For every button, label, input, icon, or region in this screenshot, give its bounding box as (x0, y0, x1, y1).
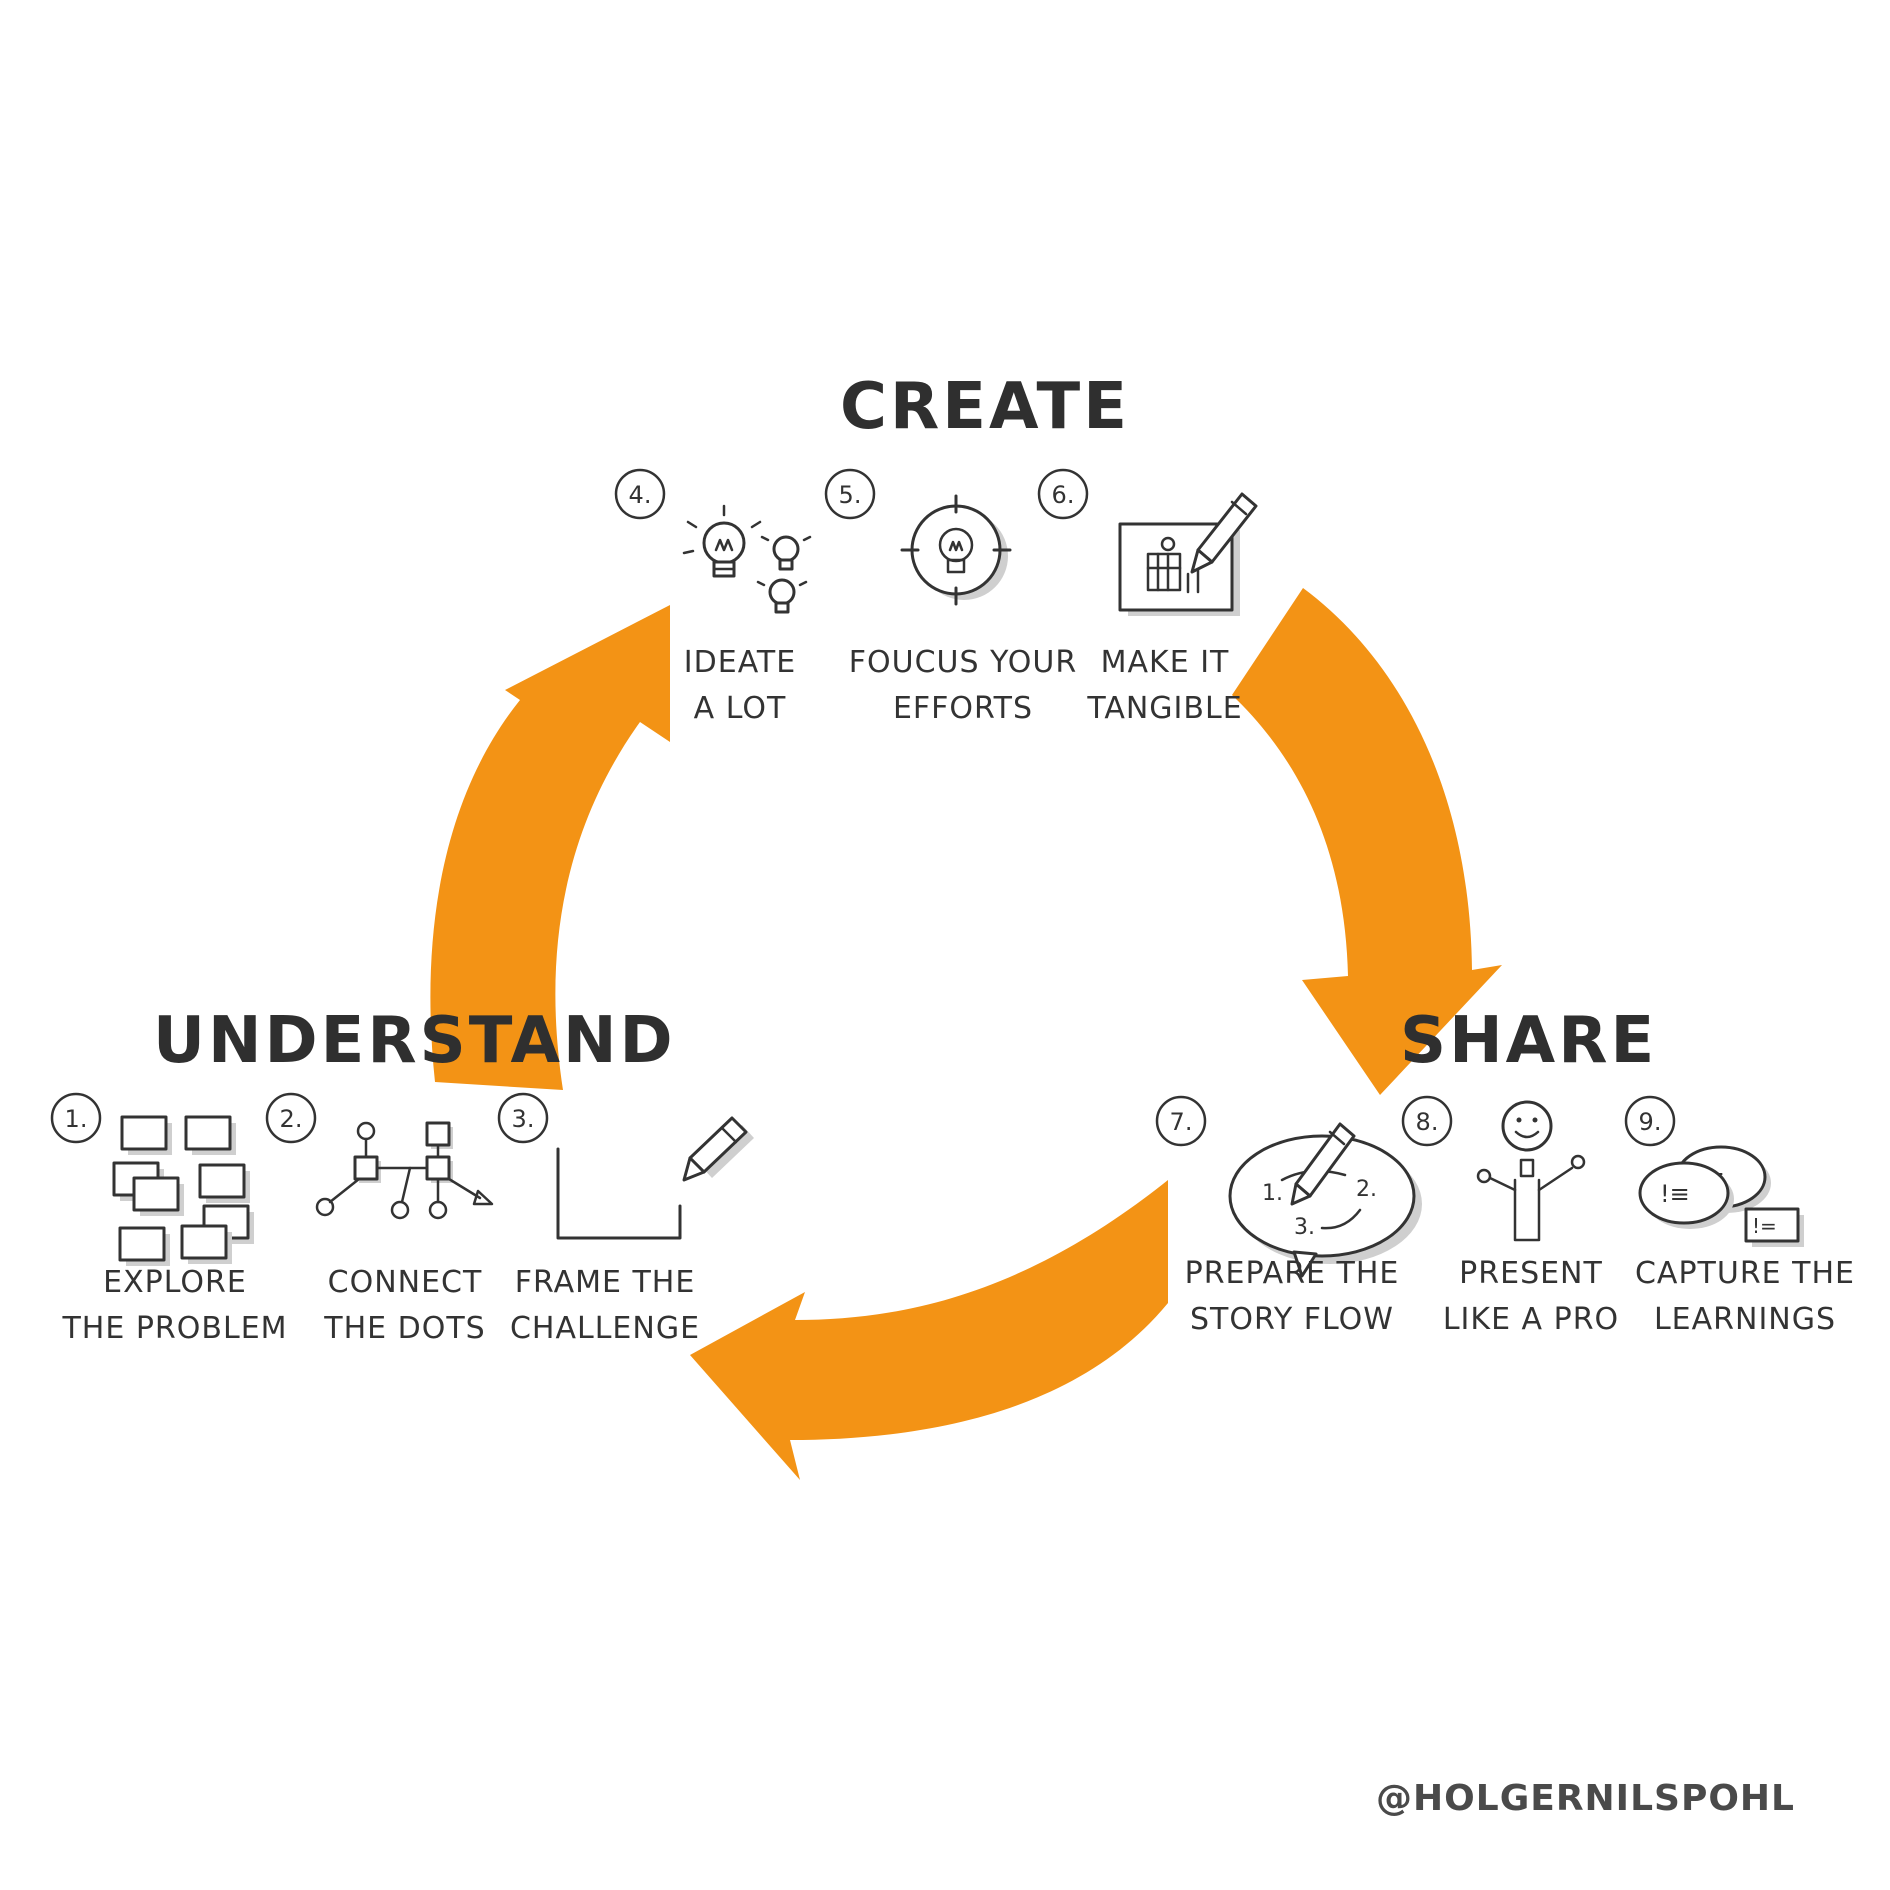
step-9-label-line1: CAPTURE THE (1635, 1256, 1855, 1291)
step-7-number: 7. (1155, 1095, 1207, 1147)
step-7-number-text: 7. (1170, 1108, 1193, 1136)
step-5-number: 5. (824, 468, 876, 520)
step-4-label-line2: A LOT (694, 691, 787, 726)
phase-title-understand: UNDERSTAND (153, 1004, 676, 1078)
step-8-label-line2: LIKE A PRO (1443, 1302, 1619, 1337)
author-credit: @HOLGERNILSPOHL (1376, 1778, 1795, 1819)
story-step-2: 2. (1356, 1177, 1377, 1202)
arrow-understand-to-create (430, 605, 670, 1090)
step-5-number-text: 5. (839, 481, 862, 509)
step-1-number: 1. (50, 1092, 102, 1144)
connected-nodes-icon (315, 1121, 494, 1220)
frame-pencil-icon (556, 1116, 754, 1240)
speech-bubbles-icon: ?≡ !≡ != (1638, 1145, 1804, 1247)
step-8-number: 8. (1401, 1095, 1453, 1147)
step-8-label-line1: PRESENT (1459, 1256, 1603, 1291)
step-labels: EXPLORE THE PROBLEM CONNECT THE DOTS FRA… (61, 645, 1855, 1346)
step-7-label-line1: PREPARE THE (1185, 1256, 1400, 1291)
bubble-exclaim: !≡ (1660, 1180, 1690, 1208)
target-lightbulb-icon (900, 494, 1012, 606)
step-3-label-line1: FRAME THE (515, 1265, 696, 1300)
step-6-number-text: 6. (1052, 481, 1075, 509)
step-4-label-line1: IDEATE (684, 645, 796, 680)
sticky-notes-icon (112, 1115, 254, 1266)
step-8-number-text: 8. (1416, 1108, 1439, 1136)
arrow-create-to-share (1232, 588, 1502, 1095)
step-6-number: 6. (1037, 468, 1089, 520)
phase-title-share: SHARE (1400, 1004, 1657, 1078)
step-9-number: 9. (1624, 1095, 1676, 1147)
story-step-1: 1. (1262, 1181, 1283, 1206)
step-2-number-text: 2. (280, 1105, 303, 1133)
step-2-label-line2: THE DOTS (323, 1311, 485, 1346)
bubble-note: != (1752, 1214, 1777, 1238)
step-4-number: 4. (614, 468, 666, 520)
step-4-number-text: 4. (629, 481, 652, 509)
lightbulbs-icon (682, 504, 812, 614)
story-step-3: 3. (1294, 1215, 1315, 1240)
step-5-label-line2: EFFORTS (893, 691, 1033, 726)
step-5-label-line1: FOUCUS YOUR (849, 645, 1077, 680)
phase-title-create: CREATE (840, 370, 1130, 444)
step-1-number-text: 1. (65, 1105, 88, 1133)
step-1-label-line1: EXPLORE (103, 1265, 247, 1300)
step-3-number-text: 3. (512, 1105, 535, 1133)
step-6-label-line2: TANGIBLE (1086, 691, 1242, 726)
cycle-arrows (430, 588, 1502, 1480)
step-7-label-line2: STORY FLOW (1190, 1302, 1394, 1337)
step-9-label-line2: LEARNINGS (1654, 1302, 1836, 1337)
step-3-label-line2: CHALLENGE (510, 1311, 700, 1346)
arrow-share-to-understand (690, 1180, 1168, 1480)
step-numbers: 1. 2. 3. 4. 5. 6. 7. 8. 9. (50, 468, 1676, 1147)
step-3-number: 3. (497, 1092, 549, 1144)
story-bubble-icon: 1. 2. 3. (1228, 1122, 1422, 1278)
presenter-icon (1476, 1100, 1586, 1242)
step-2-number: 2. (265, 1092, 317, 1144)
step-9-number-text: 9. (1639, 1108, 1662, 1136)
step-2-label-line1: CONNECT (328, 1265, 483, 1300)
step-1-label-line2: THE PROBLEM (61, 1311, 287, 1346)
step-6-label-line1: MAKE IT (1101, 645, 1230, 680)
prototype-sketch-icon (1118, 492, 1258, 616)
